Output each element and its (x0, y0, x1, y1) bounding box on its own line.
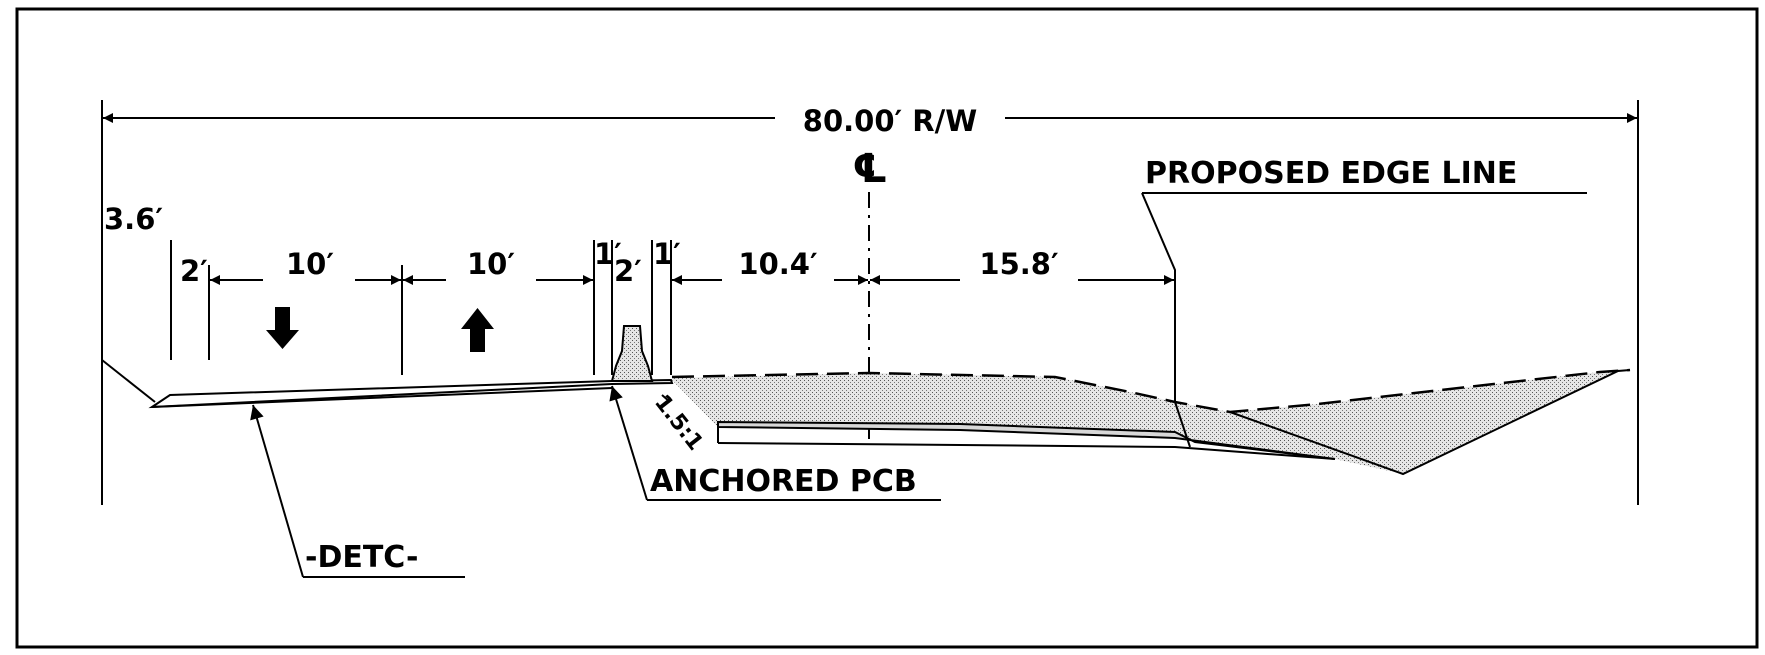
row-width-label: 80.00′ R/W (803, 104, 977, 138)
offset-left-label: 1′ (594, 237, 622, 271)
anchored-pcb-barrier (610, 325, 654, 382)
pavement-joint (1174, 401, 1191, 448)
to-centerline-label: 10.4′ (738, 247, 817, 281)
centerline-to-edge-label: 15.8′ (979, 247, 1058, 281)
shoulder-left-label: 2′ (180, 254, 208, 288)
anchored-pcb-label: ANCHORED PCB (650, 464, 917, 499)
centerline-symbol: ℄ (852, 146, 888, 192)
proposed-edge-line-label: PROPOSED EDGE LINE (1145, 156, 1517, 191)
side-slope-label: 3.6′ (104, 202, 163, 236)
lane-southbound-label: 10′ (286, 247, 334, 281)
northbound-arrow-icon (461, 308, 494, 352)
lane-northbound-label: 10′ (467, 247, 515, 281)
fill-toe-line (1229, 369, 1631, 476)
existing-side-slope (101, 359, 156, 403)
slope-ratio-tick (661, 394, 671, 403)
southbound-arrow-icon (266, 307, 299, 349)
new-pavement-layer (717, 420, 1336, 460)
proposed-fill-area (672, 371, 1618, 474)
existing-pavement (148, 378, 674, 409)
offset-right-label: 1′ (653, 237, 681, 271)
anchored-pcb-leader (609, 385, 648, 501)
detc-leader (250, 404, 304, 578)
sheet-border (15, 7, 1759, 649)
barrier-width-label: 2′ (614, 254, 642, 288)
existing-subgrade-line (151, 387, 613, 408)
detc-label: -DETC- (305, 540, 418, 575)
proposed-edge-line-leader (1141, 192, 1176, 412)
pavement-bottom-line (717, 442, 1336, 460)
